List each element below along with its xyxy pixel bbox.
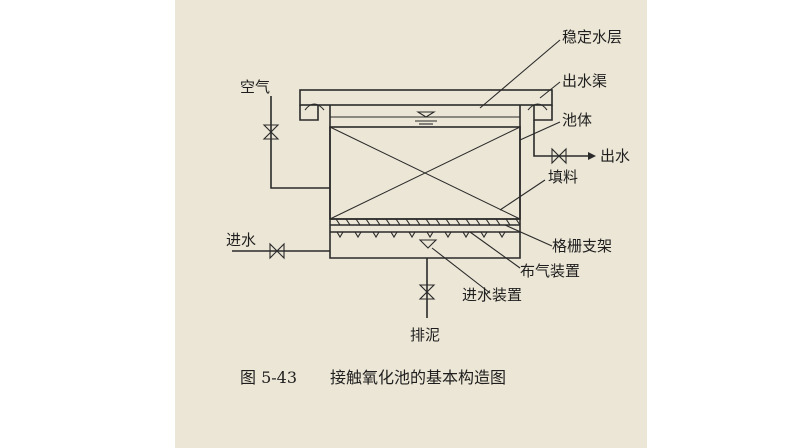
grid-support-bar (445, 218, 451, 226)
air-pipe (262, 96, 330, 189)
grid-support (330, 218, 521, 226)
water-surface (330, 111, 520, 125)
outlet-pipe (533, 120, 596, 165)
grid-support-bar (335, 218, 341, 226)
outlet-valve-icon (551, 147, 567, 165)
aeration-nozzle-icon (354, 231, 362, 239)
label-outlet-water: 出水 (600, 147, 630, 165)
grid-support-bar (435, 218, 441, 226)
grid-support-bar (385, 218, 391, 226)
media-filler-zone (329, 126, 521, 220)
grid-support-bar (495, 218, 501, 226)
label-air: 空气 (240, 78, 270, 96)
grid-support-bar (365, 218, 371, 226)
air-valve-icon (262, 124, 280, 140)
figure-number: 图 5-43 (240, 368, 297, 387)
grid-support-bar (515, 218, 521, 226)
inlet-pipe (232, 242, 330, 260)
aeration-pipe (330, 231, 520, 239)
aeration-nozzle-icon (390, 231, 398, 239)
tank-body (329, 105, 521, 259)
outlet-channel-trough (299, 89, 553, 121)
sludge-valve-icon (418, 284, 436, 300)
aeration-nozzle-icon (372, 231, 380, 239)
grid-support-bar (395, 218, 401, 226)
inlet-valve-icon (269, 242, 285, 260)
outlet-arrow-icon (588, 152, 596, 160)
grid-support-bar (405, 218, 411, 226)
aeration-nozzle-icon (444, 231, 452, 239)
label-inlet-water: 进水 (226, 231, 256, 249)
label-outlet-channel: 出水渠 (562, 72, 607, 90)
label-grid-support: 格栅支架 (552, 237, 612, 255)
grid-support-bar (465, 218, 471, 226)
label-inlet-device: 进水装置 (462, 286, 522, 304)
grid-support-bar (345, 218, 351, 226)
aeration-nozzle-icon (480, 231, 488, 239)
grid-support-bar (415, 218, 421, 226)
scanned-paper-background (175, 0, 647, 448)
leader-lines (431, 39, 561, 294)
label-tank-body: 池体 (562, 111, 592, 129)
sludge-pipe (418, 258, 436, 318)
label-stable-water-layer: 稳定水层 (562, 28, 622, 46)
grid-support-bar (425, 218, 431, 226)
aeration-nozzle-icon (462, 231, 470, 239)
grid-support-bar (475, 218, 481, 226)
grid-support-bar (355, 218, 361, 226)
aeration-nozzle-icon (426, 231, 434, 239)
grid-support-bar (375, 218, 381, 226)
aeration-nozzle-icon (408, 231, 416, 239)
grid-support-bar (485, 218, 491, 226)
grid-support-bar (505, 218, 511, 226)
aeration-nozzle-icon (336, 231, 344, 239)
label-media: 填料 (548, 168, 578, 186)
label-aeration-device: 布气装置 (520, 262, 580, 280)
grid-support-bar (455, 218, 461, 226)
overflow-arrow-left (304, 103, 325, 111)
water-level-triangle (416, 111, 436, 118)
overflow-arrow-right (527, 103, 548, 111)
figure-title: 接触氧化池的基本构造图 (330, 368, 506, 387)
inlet-distributor-triangle (418, 239, 438, 249)
label-sludge-discharge: 排泥 (410, 326, 440, 344)
aeration-nozzle-icon (498, 231, 506, 239)
